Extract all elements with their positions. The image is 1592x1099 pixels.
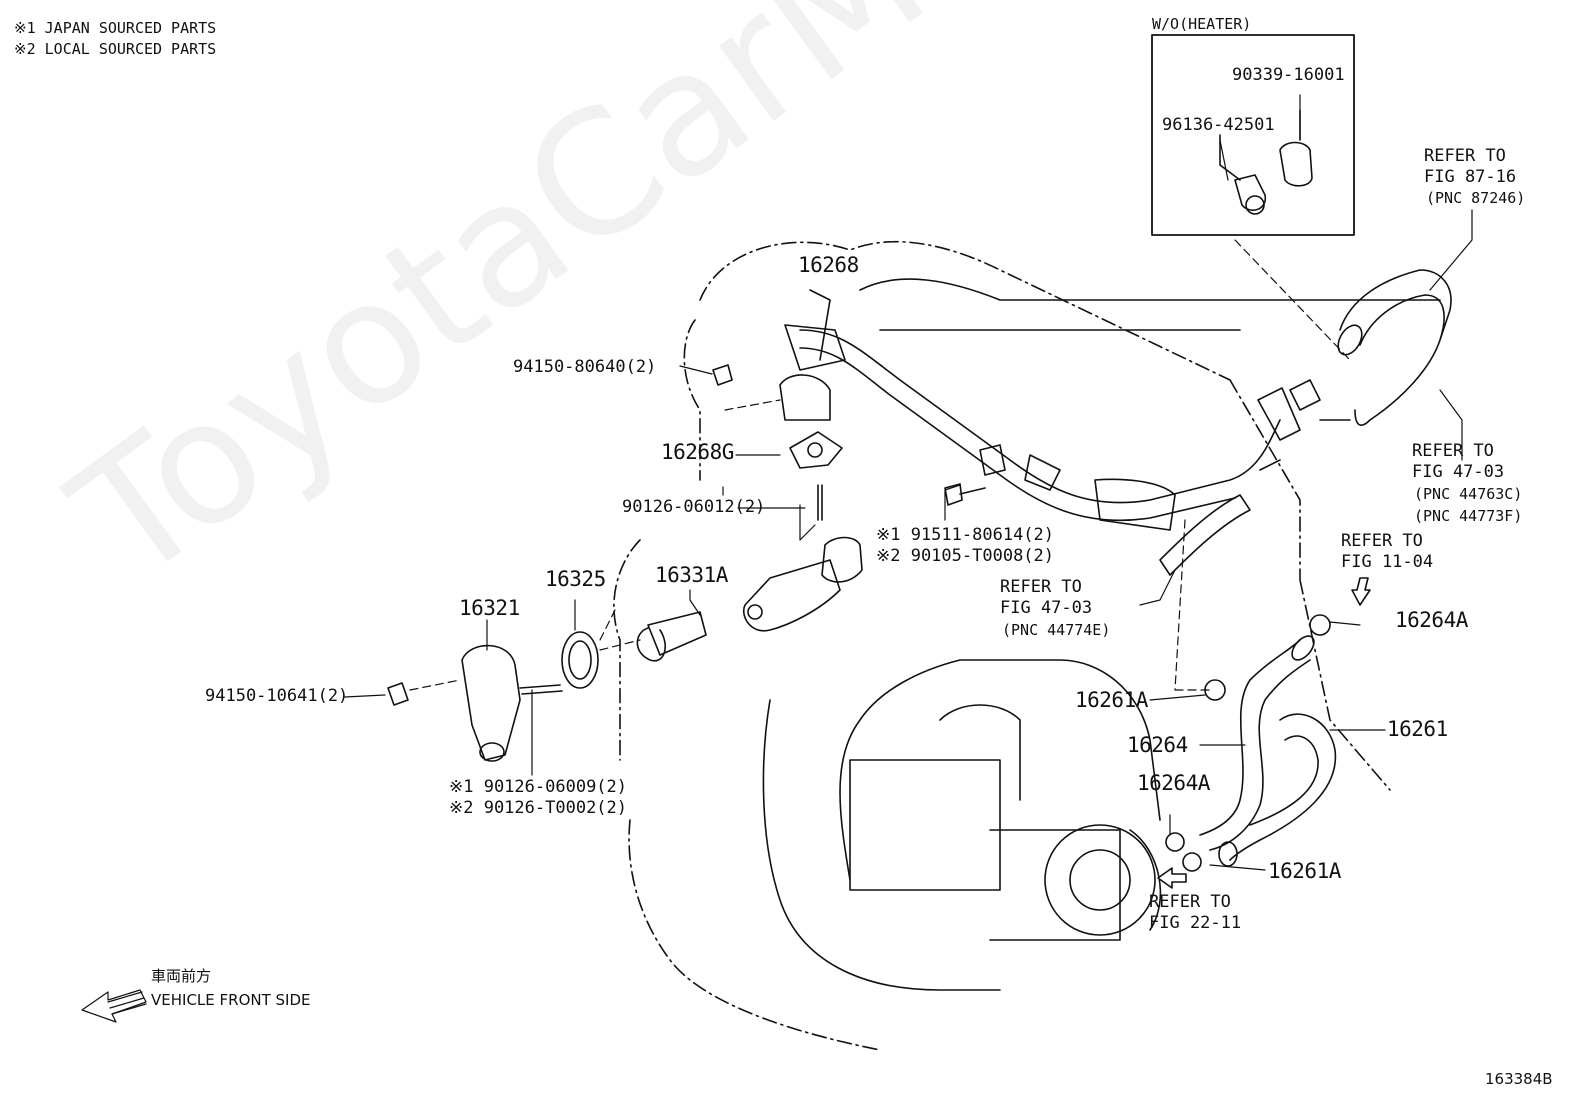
- part-90126-T0002[interactable]: ※2 90126-T0002(2): [449, 798, 628, 818]
- part-16261[interactable]: 16261: [1387, 717, 1448, 741]
- hose-16264: [1199, 639, 1311, 851]
- gasket-16268G: [789, 431, 843, 469]
- part-16261A-top[interactable]: 16261A: [1075, 688, 1148, 712]
- part-16325[interactable]: 16325: [545, 567, 606, 591]
- part-16264A-bottom[interactable]: 16264A: [1137, 771, 1210, 795]
- water-pipe: [799, 329, 1281, 522]
- part-91511-80614[interactable]: ※1 91511-80614(2): [876, 525, 1055, 545]
- part-16331A[interactable]: 16331A: [655, 563, 728, 587]
- refer-arrow-22-11: [1157, 867, 1187, 889]
- clamp-16264A-top: [1309, 614, 1331, 636]
- gasket-16325: [561, 631, 599, 689]
- part-16264A-top[interactable]: 16264A: [1395, 608, 1468, 632]
- inset-title: W/O(HEATER): [1152, 15, 1252, 33]
- part-16321[interactable]: 16321: [459, 596, 520, 620]
- hose-16261: [1229, 713, 1337, 861]
- thermostat-16331A: [636, 611, 707, 662]
- part-90126-06012[interactable]: 90126-06012(2): [622, 497, 766, 517]
- front-direction-jp: 車両前方: [151, 967, 212, 985]
- part-16264[interactable]: 16264: [1127, 733, 1188, 757]
- plug-icon: [1234, 174, 1267, 211]
- inlet-16321: [461, 644, 521, 761]
- cap-icon: [1279, 141, 1313, 187]
- part-16261A-bottom[interactable]: 16261A: [1268, 859, 1341, 883]
- engine-body-lines: [762, 699, 1121, 991]
- part-96136-42501[interactable]: 96136-42501: [1162, 115, 1275, 135]
- inset-box: [1151, 34, 1355, 236]
- note-local-sourced: ※2 LOCAL SOURCED PARTS: [14, 40, 217, 58]
- clamp-16264A-bot: [1165, 832, 1185, 852]
- bypass-hose: [1159, 494, 1251, 576]
- housing-cover: [743, 559, 841, 632]
- figure-id: 163384B: [1485, 1070, 1553, 1088]
- part-90105-T0008[interactable]: ※2 90105-T0008(2): [876, 546, 1055, 566]
- alternator: [1044, 824, 1156, 936]
- clamp-16261A-bot: [1182, 852, 1202, 872]
- part-16268[interactable]: 16268: [798, 253, 859, 277]
- engine-head-outline: [839, 278, 1441, 881]
- refer-arrow-11-04: [1351, 577, 1371, 606]
- part-90126-06009[interactable]: ※1 90126-06009(2): [449, 777, 628, 797]
- front-direction-en: VEHICLE FRONT SIDE: [151, 991, 311, 1009]
- heater-hose: [1339, 269, 1452, 421]
- part-16268G[interactable]: 16268G: [661, 440, 734, 464]
- part-90339-16001[interactable]: 90339-16001: [1232, 65, 1345, 85]
- engine-outline: [613, 240, 1391, 1051]
- front-direction-arrow: [81, 989, 147, 1023]
- part-94150-10641[interactable]: 94150-10641(2): [205, 686, 349, 706]
- part-94150-80640[interactable]: 94150-80640(2): [513, 357, 657, 377]
- note-japan-sourced: ※1 JAPAN SOURCED PARTS: [14, 19, 217, 37]
